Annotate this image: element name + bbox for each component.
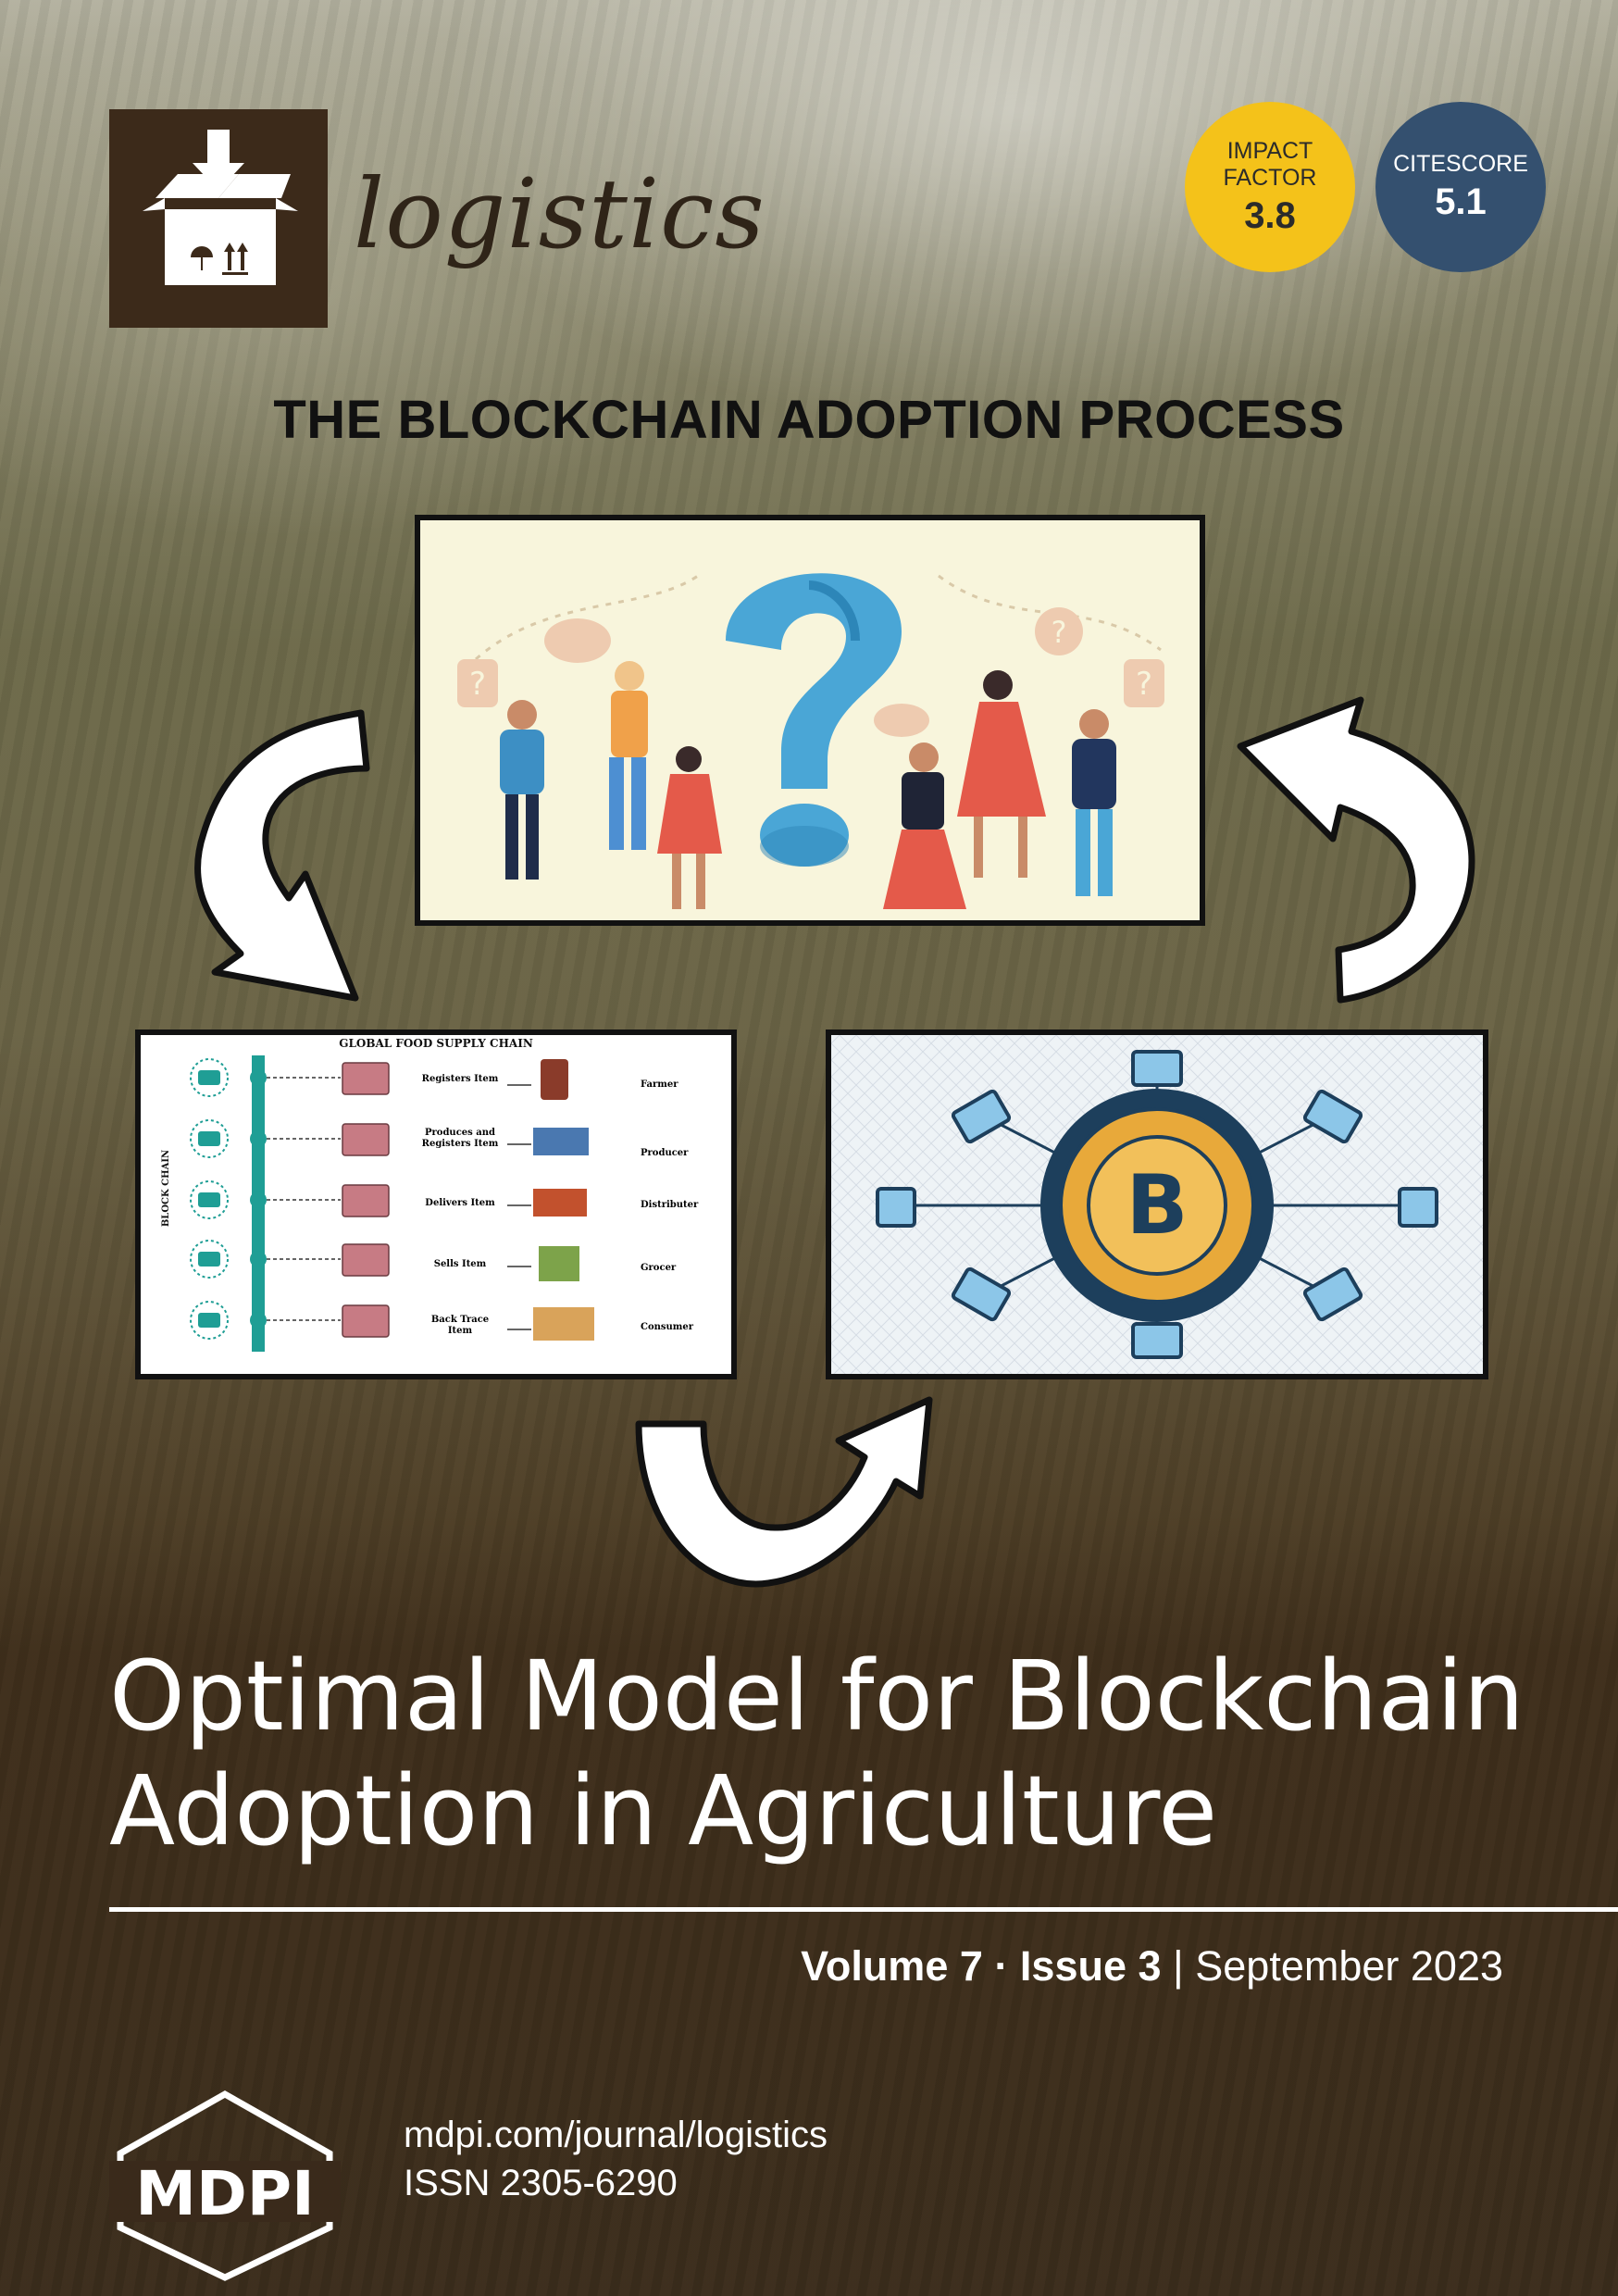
impact-label-1: IMPACT [1226, 137, 1313, 164]
citescore-badge: CITESCORE 5.1 [1375, 102, 1546, 272]
journal-logo-icon [109, 109, 328, 328]
citescore-label: CITESCORE [1393, 151, 1528, 177]
issue-separator: · [994, 1942, 1009, 1990]
row-action-label: Registers Item [421, 1074, 499, 1084]
people-question-illustration: ? ? ? [457, 573, 1164, 909]
volume-label: Volume 7 [801, 1942, 983, 1990]
bitcoin-network-icon: B [831, 1035, 1483, 1374]
svg-text:?: ? [469, 666, 486, 703]
journal-name: logistics [354, 157, 765, 270]
actor-icons [533, 1059, 594, 1341]
article-title: Optimal Model for Blockchain Adoption in… [109, 1639, 1590, 1868]
row-role-label: Producer [641, 1148, 689, 1158]
mdpi-logo-icon: MDPI [109, 2089, 341, 2288]
journal-url[interactable]: mdpi.com/journal/logistics [404, 2115, 828, 2155]
issue-date: September 2023 [1195, 1942, 1503, 1990]
impact-factor-badge: IMPACT FACTOR 3.8 [1185, 102, 1355, 272]
svg-text:?: ? [1052, 615, 1067, 650]
question-illustration-panel: ? ? ? [415, 515, 1205, 926]
title-divider [109, 1907, 1618, 1912]
row-action-label: Sells Item [433, 1259, 487, 1269]
supply-chain-title: GLOBAL FOOD SUPPLY CHAIN [339, 1037, 533, 1050]
row-role-label: Distributer [641, 1200, 699, 1210]
article-title-line-1: Optimal Model for Blockchain [109, 1640, 1525, 1753]
row-action-label: Back Trace Item [430, 1315, 490, 1336]
mdpi-logo-text: MDPI [135, 2158, 314, 2229]
supply-chain-graphics [190, 1055, 594, 1352]
row-action-label: Produces and Registers Item [421, 1128, 499, 1149]
supply-chain-diagram-panel: GLOBAL FOOD SUPPLY CHAIN BLOCK CHAIN [135, 1029, 737, 1379]
row-action-label: Delivers Item [425, 1198, 495, 1208]
issue-info: Volume 7 · Issue 3 | September 2023 [801, 1942, 1503, 1990]
chain-node-icons [190, 1058, 229, 1340]
citescore-value: 5.1 [1435, 181, 1487, 222]
row-role-label: Grocer [641, 1263, 677, 1273]
issue-label: Issue 3 [1019, 1942, 1162, 1990]
row-role-label: Farmer [641, 1079, 678, 1090]
svg-text:?: ? [1136, 666, 1152, 703]
impact-label-2: FACTOR [1223, 164, 1317, 191]
article-title-line-2: Adoption in Agriculture [109, 1754, 1218, 1867]
row-role-label: Consumer [641, 1322, 694, 1332]
cover-headline: THE BLOCKCHAIN ADOPTION PROCESS [273, 390, 1345, 450]
issue-bar: | [1173, 1942, 1184, 1990]
blockchain-network-panel: B [826, 1029, 1488, 1379]
issn-number: ISSN 2305-6290 [404, 2163, 678, 2203]
impact-factor-value: 3.8 [1244, 194, 1296, 236]
svg-text:B: B [1126, 1157, 1188, 1253]
